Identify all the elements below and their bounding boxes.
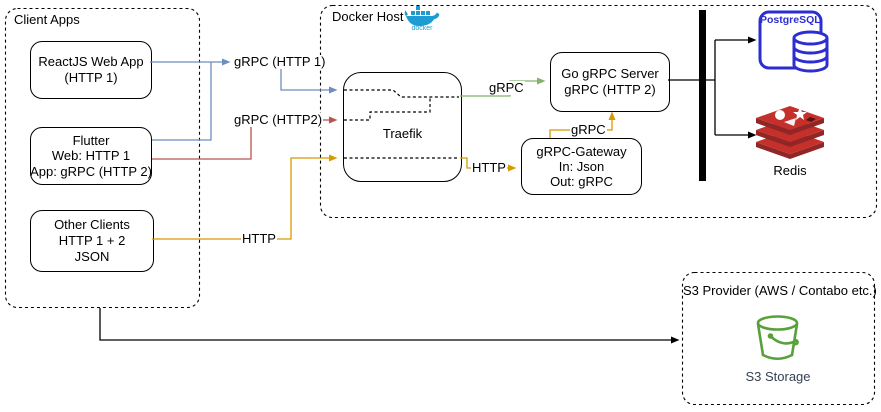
edge-flutter-join (152, 62, 212, 141)
docker-logo-text: docker (411, 25, 433, 32)
node-reactjs-web-app: ReactJS Web App (HTTP 1) (30, 41, 152, 99)
edge-label-grpc-to-server: gRPC (488, 80, 525, 95)
s3-bucket-icon (756, 315, 799, 361)
node-grpc-gateway: gRPC-Gateway In: Json Out: gRPC (521, 138, 642, 195)
s3-provider-group-title: S3 Provider (AWS / Contabo etc.) (683, 283, 877, 298)
node-label: Flutter (72, 132, 110, 148)
node-flutter: Flutter Web: HTTP 1 App: gRPC (HTTP 2) (30, 127, 152, 185)
node-label: In: Json (558, 159, 605, 174)
redis-icon (756, 106, 824, 159)
edge-other-http-to-traefik (152, 154, 338, 240)
edge-clients-to-s3 (99, 308, 680, 344)
node-label: Traefik (382, 126, 423, 141)
network-boundary-bar (699, 10, 706, 181)
node-other-clients: Other Clients HTTP 1 + 2 JSON (30, 210, 154, 272)
node-label: Web: HTTP 1 (51, 148, 131, 164)
node-go-grpc-server: Go gRPC Server gRPC (HTTP 2) (550, 52, 670, 112)
edge-grpc1-to-traefik (280, 68, 338, 94)
client-apps-group-title: Client Apps (14, 12, 80, 27)
node-label: (HTTP 1) (64, 70, 118, 85)
node-label: HTTP 1 + 2 (58, 233, 126, 248)
node-label: Other Clients (54, 217, 130, 232)
docker-whale-icon (404, 6, 440, 26)
node-label: JSON (74, 249, 110, 264)
node-label: gRPC (HTTP 2) (564, 82, 656, 97)
edge-label-grpc-gateway-up: gRPC (570, 122, 607, 137)
docker-host-group-title: Docker Host (332, 9, 404, 24)
edge-label-http-to-gateway: HTTP (471, 160, 507, 175)
postgresql-label: PostgreSQL (760, 14, 821, 26)
node-traefik: Traefik (343, 72, 462, 182)
node-label: gRPC-Gateway (536, 144, 627, 159)
edge-label-grpc-http2: gRPC (HTTP2) (233, 112, 324, 127)
node-label: App: gRPC (HTTP 2) (30, 163, 152, 179)
node-label: ReactJS Web App (38, 54, 144, 69)
node-label: Out: gRPC (550, 174, 613, 189)
node-label: Go gRPC Server (561, 66, 659, 81)
edge-label-grpc-http1: gRPC (HTTP 1) (233, 54, 327, 69)
s3-storage-label: S3 Storage (745, 369, 811, 384)
redis-label: Redis (773, 163, 807, 178)
edge-label-http-client: HTTP (241, 231, 277, 246)
